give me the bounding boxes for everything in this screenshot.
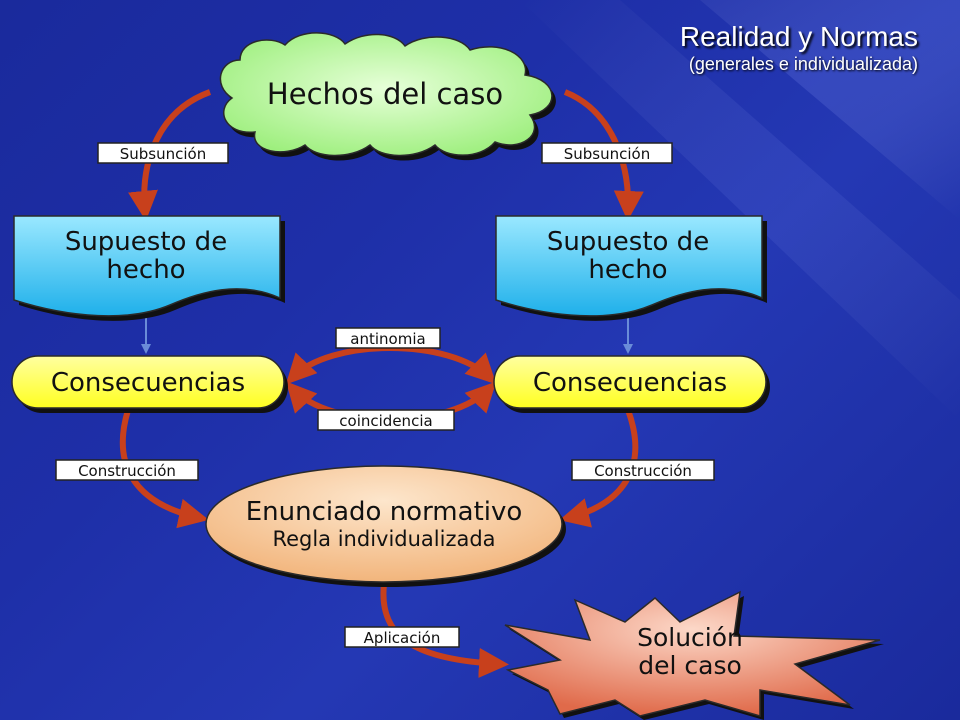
supuesto-right-line2: hecho: [588, 255, 667, 285]
node-enunciado-normativo: Enunciado normativo Regla individualizad…: [205, 465, 566, 587]
label-construccion-right: Construcción: [571, 459, 715, 481]
node-hechos-del-caso: Hechos del caso: [219, 32, 556, 161]
arrow-construccion-left: [119, 409, 209, 529]
node-consecuencias-left: Consecuencias: [11, 355, 288, 413]
arrow-subsuncion-left: [128, 89, 212, 221]
arrow-subsuncion-right: [563, 89, 644, 221]
hechos-label: Hechos del caso: [267, 77, 503, 111]
node-consecuencias-right: Consecuencias: [493, 355, 770, 413]
page-title: Realidad y Normas: [679, 21, 918, 52]
enunciado-line1: Enunciado normativo: [246, 497, 523, 527]
arrow-construccion-right: [559, 408, 639, 528]
label-aplicacion: Aplicación: [344, 626, 460, 648]
enunciado-line2: Regla individualizada: [272, 527, 495, 551]
supuesto-left-line2: hecho: [106, 255, 185, 285]
aplicacion-text: Aplicación: [364, 629, 441, 647]
supuesto-right-line1: Supuesto de: [547, 227, 709, 257]
label-antinomia: antinomia: [335, 327, 441, 349]
label-coincidencia: coincidencia: [317, 409, 455, 431]
construccion-left-text: Construcción: [78, 462, 176, 480]
node-solucion-del-caso: Solución del caso: [504, 590, 884, 720]
page-subtitle: (generales e individualizada): [688, 54, 918, 74]
label-subsuncion-right: Subsunción: [541, 142, 673, 164]
node-supuesto-left: Supuesto de hecho: [13, 215, 285, 321]
arrow-antinomia: [285, 345, 497, 385]
label-construccion-left: Construcción: [55, 459, 199, 481]
solucion-line1: Solución: [637, 623, 743, 652]
label-subsuncion-left: Subsunción: [97, 142, 229, 164]
supuesto-left-line1: Supuesto de: [65, 227, 227, 257]
arrow-aplicacion: [380, 583, 509, 678]
title-block: Realidad y Normas (generales e individua…: [680, 20, 918, 74]
antinomia-text: antinomia: [350, 330, 425, 348]
consecuencias-right-label: Consecuencias: [533, 368, 727, 398]
subsuncion-right-text: Subsunción: [564, 145, 650, 163]
subsuncion-left-text: Subsunción: [120, 145, 206, 163]
coincidencia-text: coincidencia: [339, 412, 432, 430]
construccion-right-text: Construcción: [594, 462, 692, 480]
solucion-line2: del caso: [638, 651, 742, 680]
node-supuesto-right: Supuesto de hecho: [495, 215, 767, 321]
consecuencias-left-label: Consecuencias: [51, 368, 245, 398]
